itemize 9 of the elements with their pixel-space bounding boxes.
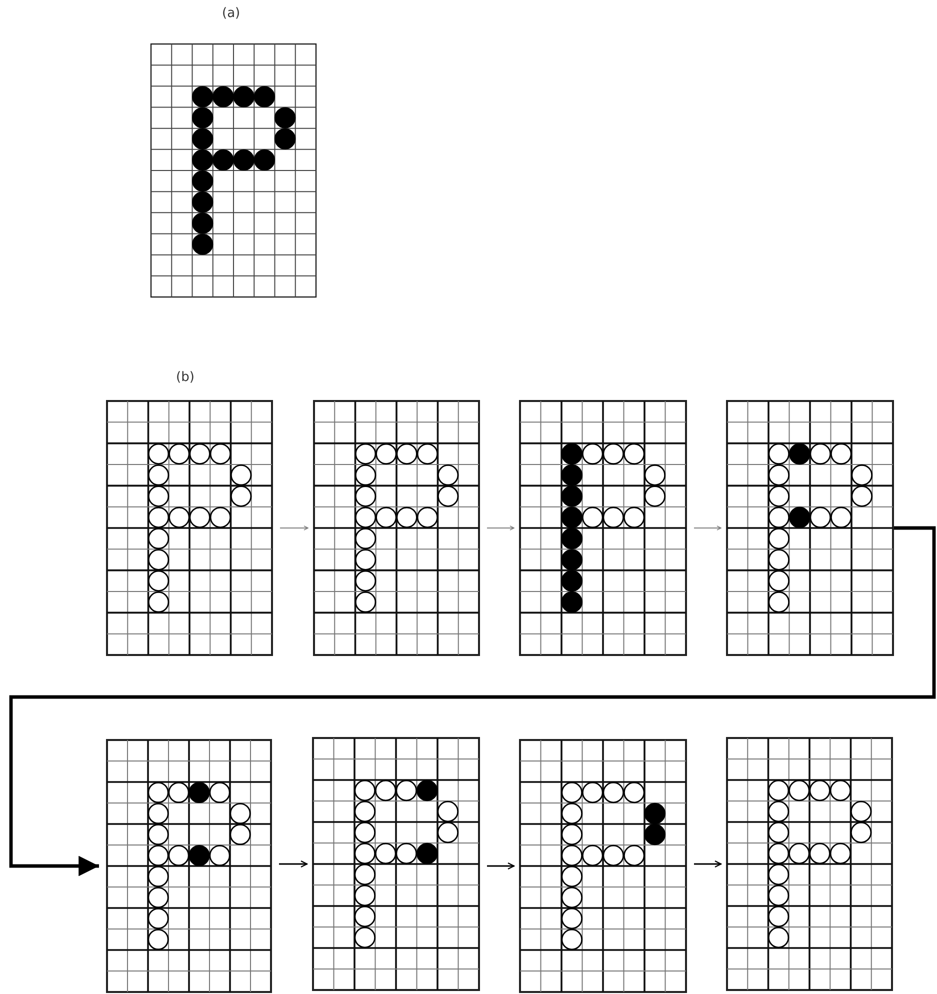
arrow [9, 526, 936, 876]
panel-label: (b) [176, 370, 194, 385]
arrow [694, 860, 722, 868]
arrow [486, 526, 514, 530]
arrow [279, 860, 308, 868]
arrow [280, 526, 308, 530]
panel-label: (a) [222, 6, 240, 21]
arrow [487, 862, 515, 870]
arrow [694, 526, 722, 530]
